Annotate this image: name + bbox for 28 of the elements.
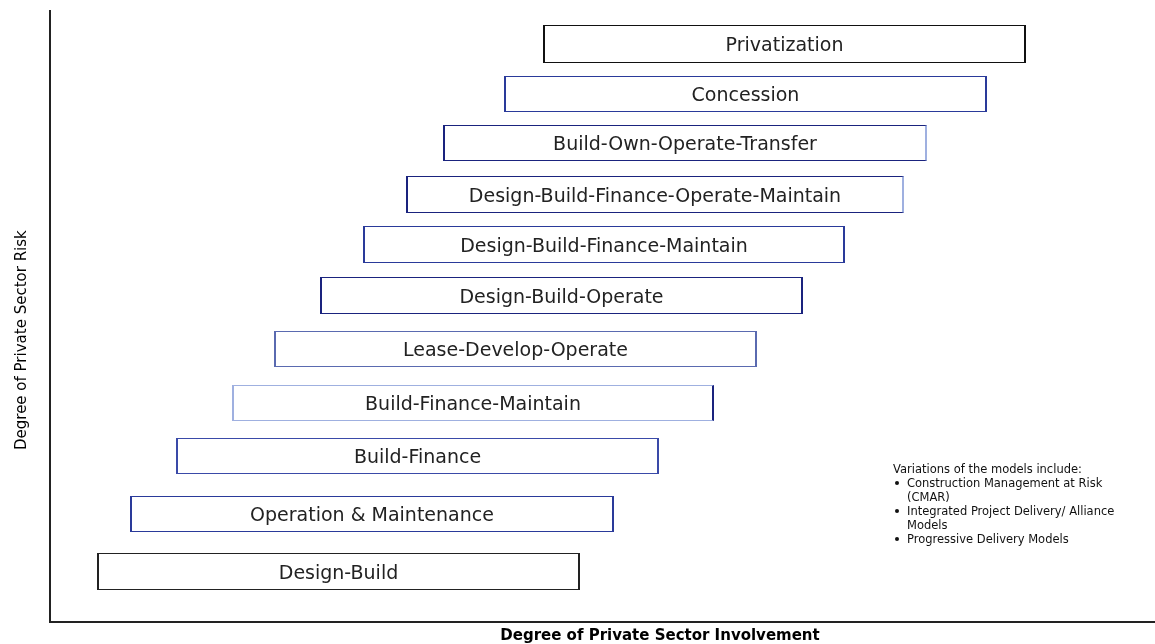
model-name: Design-Build-Finance-Operate-Maintain [468, 183, 842, 206]
note-heading: Variations of the models include: [893, 462, 1083, 476]
axis-title: Degree of Private Sector Involvement [499, 626, 821, 644]
model-name: Privatization [725, 33, 844, 55]
model-box [130, 496, 614, 532]
model-box [232, 385, 714, 421]
note-item: Construction Management at Risk (CMAR) [907, 476, 1103, 504]
model-name: Build-Finance-Maintain [365, 392, 581, 414]
model-box [176, 438, 659, 474]
model-box [504, 76, 987, 112]
note-item: Progressive Delivery Models [907, 532, 1069, 546]
model-name: Design-Build-Finance-Maintain [460, 233, 748, 256]
model-box [443, 125, 927, 161]
model-name: Design-Build-Operate [459, 284, 664, 307]
model-name: Concession [691, 83, 800, 105]
model-box [274, 331, 757, 367]
model-box [97, 553, 580, 590]
note-item: Integrated Project Delivery/ Alliance Models [907, 504, 1115, 532]
model-box [543, 25, 1026, 63]
model-name: Build-Finance [353, 445, 482, 467]
model-box [320, 277, 803, 314]
axis-title: Degree of Private Sector Risk [12, 229, 30, 452]
model-box [363, 226, 845, 263]
model-name: Design-Build [278, 560, 399, 583]
model-box [406, 176, 904, 213]
model-name: Operation & Maintenance [250, 503, 494, 525]
model-name: Lease-Develop-Operate [403, 338, 628, 360]
model-name: Build-Own-Operate-Transfer [553, 132, 817, 154]
